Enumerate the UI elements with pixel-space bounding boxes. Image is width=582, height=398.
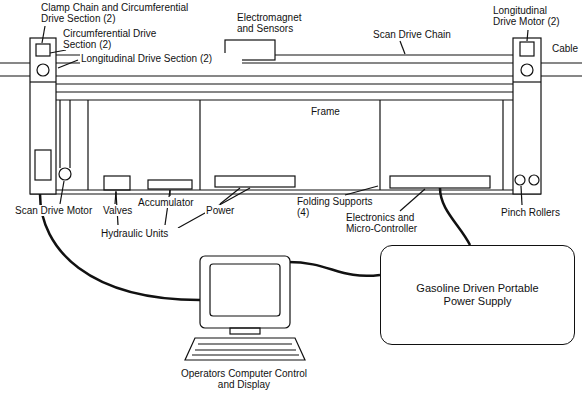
part-label: Circumferential Drive Section (2) (62, 28, 184, 50)
part-label: Frame (310, 106, 362, 117)
part-label: Electronics and Micro-Controller (345, 212, 433, 234)
part-label: Scan Drive Motor (14, 205, 102, 216)
box-text: Gasoline Driven Portable Power Supply (415, 282, 540, 308)
part-label: Valves (102, 205, 140, 216)
part-label: Cable (551, 43, 579, 54)
part-label: Scan Drive Chain (372, 29, 474, 40)
part-label: Operators Computer Control and Display (178, 368, 310, 390)
part-label: Hydraulic Units (100, 228, 192, 239)
part-label: Pinch Rollers (500, 207, 578, 218)
part-label: Longitudinal Drive Motor (2) (492, 5, 574, 27)
part-label: Power (205, 205, 241, 216)
part-label: Clamp Chain and Circumferential Drive Se… (40, 2, 212, 24)
part-label: Longitudinal Drive Section (2) (80, 53, 242, 64)
power-supply-box: Gasoline Driven Portable Power Supply (380, 245, 575, 345)
part-label: Accumulator (137, 197, 201, 208)
part-label: Electromagnet and Sensors (236, 12, 308, 34)
